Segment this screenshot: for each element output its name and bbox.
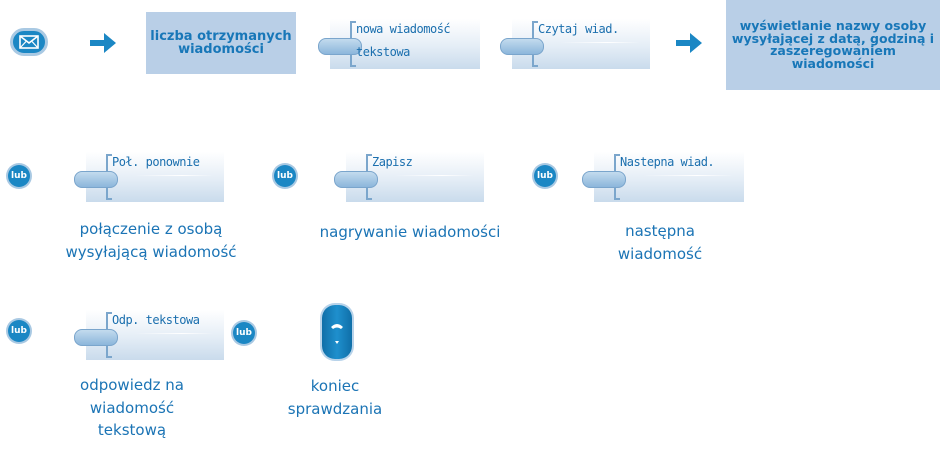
softkey-divider — [134, 333, 214, 334]
or-badge: lub — [8, 165, 30, 187]
envelope-icon — [19, 35, 39, 49]
arrow-right-icon — [676, 33, 702, 53]
softkey-bracket-top — [614, 154, 620, 156]
softkey-bracket-bottom — [106, 356, 112, 358]
softkey-button[interactable] — [334, 171, 378, 188]
softkey-label: nowa wiadomość — [356, 22, 451, 36]
softkey-bracket-top — [106, 312, 112, 314]
caption-call-back: połączenie z osobą wysyłającą wiadomość — [65, 220, 237, 261]
softkey-label-second: tekstowa — [356, 45, 410, 59]
softkey-bracket-bottom — [350, 65, 356, 67]
caption-save: nagrywanie wiadomości — [319, 223, 501, 241]
softkey-button[interactable] — [582, 171, 626, 188]
info-sender-text: wyświetlanie nazwy osoby wysyłającej z d… — [731, 18, 935, 71]
envelope-button[interactable] — [10, 28, 48, 56]
end-call-key[interactable] — [322, 305, 352, 359]
caption-next: następna wiadomość — [617, 222, 703, 263]
softkey-bracket-bottom — [366, 198, 372, 200]
softkey-save[interactable]: Zapisz — [334, 152, 484, 202]
softkey-divider — [394, 175, 474, 176]
arrow-right-icon — [90, 33, 116, 53]
softkey-divider — [134, 175, 214, 176]
softkey-bracket-top — [106, 154, 112, 156]
softkey-label: Nastepna wiad. — [620, 155, 715, 169]
hang-up-icon — [331, 324, 343, 344]
softkey-label: Poł. ponownie — [112, 155, 200, 169]
softkey-bracket-top — [532, 21, 538, 23]
info-box-message-count: liczba otrzymanych wiadomości — [146, 12, 296, 74]
info-box-sender-details: wyświetlanie nazwy osoby wysyłającej z d… — [726, 0, 940, 90]
info-count-text: liczba otrzymanych wiadomości — [150, 29, 292, 57]
softkey-text-reply[interactable]: Odp. tekstowa — [74, 310, 224, 360]
softkey-divider — [560, 42, 640, 43]
softkey-bracket-top — [366, 154, 372, 156]
or-badge: lub — [534, 165, 556, 187]
softkey-bracket-top — [350, 21, 356, 23]
softkey-button[interactable] — [500, 38, 544, 55]
caption-end: koniec sprawdzania — [287, 377, 383, 418]
softkey-button[interactable] — [74, 329, 118, 346]
softkey-read-message[interactable]: Czytaj wiad. — [500, 19, 650, 69]
softkey-call-back[interactable]: Poł. ponownie — [74, 152, 224, 202]
or-badge: lub — [8, 320, 30, 342]
softkey-button[interactable] — [74, 171, 118, 188]
softkey-label: Zapisz — [372, 155, 413, 169]
softkey-button[interactable] — [318, 38, 362, 55]
softkey-bracket-bottom — [614, 198, 620, 200]
softkey-new-text-message[interactable]: nowa wiadomość tekstowa — [318, 19, 480, 69]
or-badge: lub — [274, 165, 296, 187]
softkey-label: Odp. tekstowa — [112, 313, 200, 327]
caption-reply: odpowiedz na wiadomość tekstową — [80, 376, 184, 439]
softkey-bracket-bottom — [532, 65, 538, 67]
softkey-bracket-bottom — [106, 198, 112, 200]
softkey-next-message[interactable]: Nastepna wiad. — [582, 152, 744, 202]
softkey-divider — [642, 175, 734, 176]
or-badge: lub — [233, 322, 255, 344]
softkey-label: Czytaj wiad. — [538, 22, 619, 36]
